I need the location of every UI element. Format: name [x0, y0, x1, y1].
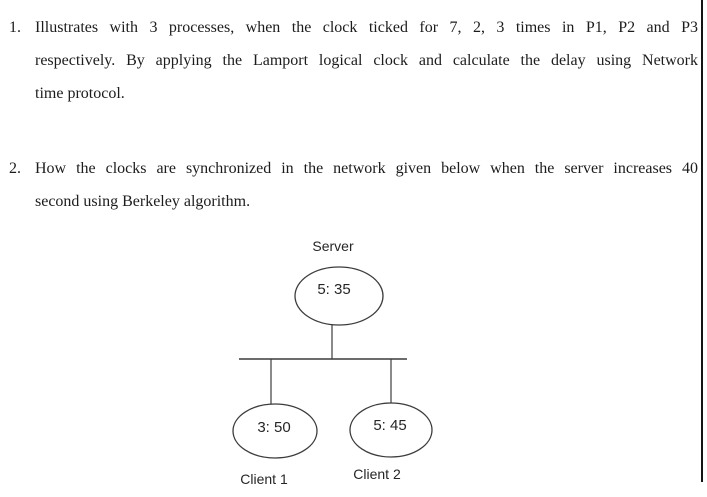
- berkeley-network-diagram: [232, 266, 433, 459]
- right-edge-border-artifact: [701, 0, 703, 482]
- client1-node-ellipse: [232, 403, 318, 459]
- server-label: Server: [312, 238, 354, 254]
- question-1-line-3: time protocol.: [35, 85, 125, 102]
- question-2-number: 2.: [9, 160, 21, 177]
- client1-label: Client 1: [240, 471, 288, 487]
- question-2: 2. How the clocks are synchronized in th…: [0, 152, 707, 218]
- client1-time-value: 3: 50: [257, 419, 291, 436]
- client2-label: Client 2: [353, 466, 401, 482]
- question-1-line-1: Illustrates with 3 processes, when the c…: [35, 19, 698, 36]
- server-time-value: 5: 35: [317, 281, 351, 298]
- question-1-text: Illustrates with 3 processes, when the c…: [35, 11, 698, 110]
- client2-time-value: 5: 45: [373, 417, 407, 434]
- question-2-line-1: How the clocks are synchronized in the n…: [35, 160, 698, 177]
- question-1-line-2: respectively. By applying the Lamport lo…: [35, 52, 698, 69]
- question-1-number: 1.: [9, 19, 21, 36]
- question-2-line-2: second using Berkeley algorithm.: [35, 193, 251, 210]
- question-1: 1. Illustrates with 3 processes, when th…: [0, 11, 707, 110]
- server-node-ellipse: [294, 266, 384, 326]
- client2-node-ellipse: [349, 402, 433, 458]
- question-2-text: How the clocks are synchronized in the n…: [35, 152, 698, 218]
